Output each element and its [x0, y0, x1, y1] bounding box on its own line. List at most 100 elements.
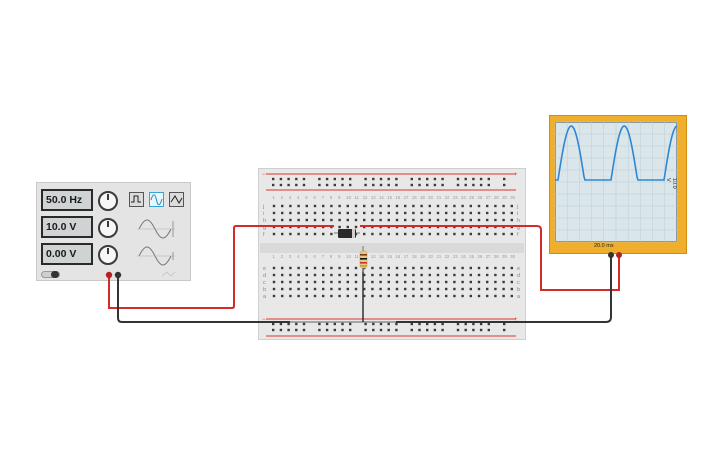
- breadboard-hole[interactable]: [436, 287, 440, 291]
- breadboard-hole[interactable]: [354, 211, 358, 215]
- breadboard-hole[interactable]: [494, 266, 497, 270]
- breadboard-hole[interactable]: [338, 266, 341, 270]
- breadboard-hole[interactable]: [313, 211, 317, 215]
- breadboard-hole[interactable]: [379, 266, 382, 270]
- breadboard-hole[interactable]: [305, 204, 308, 208]
- breadboard-hole[interactable]: [313, 273, 317, 277]
- breadboard-hole[interactable]: [453, 280, 456, 284]
- rail-hole[interactable]: [456, 328, 460, 332]
- rail-hole[interactable]: [395, 177, 398, 181]
- rail-hole[interactable]: [472, 328, 475, 332]
- breadboard-hole[interactable]: [445, 232, 448, 236]
- breadboard-hole[interactable]: [420, 273, 423, 277]
- breadboard-hole[interactable]: [305, 273, 308, 277]
- rail-hole[interactable]: [433, 328, 437, 332]
- breadboard-hole[interactable]: [297, 232, 300, 236]
- rail-hole[interactable]: [479, 183, 483, 187]
- breadboard-hole[interactable]: [494, 232, 497, 236]
- breadboard-hole[interactable]: [445, 211, 448, 215]
- breadboard-hole[interactable]: [313, 232, 317, 236]
- breadboard-hole[interactable]: [461, 211, 464, 215]
- breadboard-hole[interactable]: [363, 232, 366, 236]
- breadboard-hole[interactable]: [469, 294, 472, 298]
- red-wire-generator-to-diode[interactable]: [108, 225, 334, 309]
- breadboard-hole[interactable]: [412, 280, 415, 284]
- rail-hole[interactable]: [487, 322, 490, 326]
- breadboard-hole[interactable]: [477, 211, 481, 215]
- breadboard-hole[interactable]: [371, 204, 374, 208]
- breadboard-hole[interactable]: [404, 204, 407, 208]
- rail-hole[interactable]: [456, 177, 460, 181]
- breadboard-hole[interactable]: [436, 218, 440, 222]
- breadboard-hole[interactable]: [436, 266, 440, 270]
- breadboard-hole[interactable]: [305, 211, 308, 215]
- breadboard-hole[interactable]: [330, 266, 333, 270]
- rail-hole[interactable]: [410, 328, 413, 332]
- breadboard-hole[interactable]: [387, 273, 390, 277]
- breadboard-hole[interactable]: [346, 294, 349, 298]
- breadboard-hole[interactable]: [305, 232, 308, 236]
- breadboard-hole[interactable]: [305, 218, 308, 222]
- rail-hole[interactable]: [272, 328, 275, 332]
- breadboard-hole[interactable]: [379, 280, 382, 284]
- breadboard-hole[interactable]: [322, 273, 325, 277]
- breadboard-hole[interactable]: [354, 287, 358, 291]
- breadboard-hole[interactable]: [346, 280, 349, 284]
- breadboard-hole[interactable]: [338, 204, 341, 208]
- breadboard-hole[interactable]: [428, 273, 431, 277]
- rail-hole[interactable]: [426, 322, 429, 326]
- rail-hole[interactable]: [456, 322, 460, 326]
- breadboard-hole[interactable]: [313, 294, 317, 298]
- breadboard-hole[interactable]: [338, 294, 341, 298]
- breadboard-hole[interactable]: [387, 294, 390, 298]
- breadboard-hole[interactable]: [420, 287, 423, 291]
- breadboard-hole[interactable]: [289, 294, 292, 298]
- breadboard-hole[interactable]: [363, 280, 366, 284]
- breadboard-hole[interactable]: [305, 266, 308, 270]
- breadboard-hole[interactable]: [469, 218, 472, 222]
- breadboard-hole[interactable]: [469, 287, 472, 291]
- breadboard-hole[interactable]: [486, 218, 489, 222]
- rail-hole[interactable]: [372, 183, 375, 187]
- rail-hole[interactable]: [287, 177, 290, 181]
- breadboard-hole[interactable]: [453, 218, 456, 222]
- rail-hole[interactable]: [503, 322, 506, 326]
- breadboard-hole[interactable]: [502, 204, 505, 208]
- rail-hole[interactable]: [279, 177, 283, 181]
- breadboard-hole[interactable]: [477, 218, 481, 222]
- rail-hole[interactable]: [472, 183, 475, 187]
- rail-hole[interactable]: [472, 322, 475, 326]
- breadboard-hole[interactable]: [412, 273, 415, 277]
- breadboard-hole[interactable]: [502, 218, 505, 222]
- breadboard-hole[interactable]: [428, 218, 431, 222]
- breadboard-hole[interactable]: [469, 280, 472, 284]
- rail-hole[interactable]: [287, 322, 290, 326]
- rail-hole[interactable]: [318, 328, 321, 332]
- breadboard-hole[interactable]: [412, 218, 415, 222]
- rail-hole[interactable]: [410, 322, 413, 326]
- breadboard-hole[interactable]: [445, 287, 448, 291]
- rail-hole[interactable]: [503, 183, 506, 187]
- rail-hole[interactable]: [372, 328, 375, 332]
- breadboard-hole[interactable]: [272, 232, 276, 236]
- breadboard-hole[interactable]: [354, 294, 358, 298]
- breadboard-hole[interactable]: [322, 294, 325, 298]
- breadboard-hole[interactable]: [477, 204, 481, 208]
- rail-hole[interactable]: [341, 183, 344, 187]
- breadboard-hole[interactable]: [297, 211, 300, 215]
- breadboard-hole[interactable]: [502, 273, 505, 277]
- rail-hole[interactable]: [302, 322, 306, 326]
- breadboard-hole[interactable]: [404, 273, 407, 277]
- breadboard-hole[interactable]: [420, 218, 423, 222]
- breadboard-hole[interactable]: [428, 287, 431, 291]
- breadboard-hole[interactable]: [338, 218, 341, 222]
- rail-hole[interactable]: [418, 322, 421, 326]
- breadboard-hole[interactable]: [502, 211, 505, 215]
- breadboard-hole[interactable]: [305, 294, 308, 298]
- breadboard-hole[interactable]: [281, 204, 284, 208]
- breadboard-hole[interactable]: [387, 218, 390, 222]
- rail-hole[interactable]: [341, 328, 344, 332]
- rail-hole[interactable]: [364, 328, 367, 332]
- rail-hole[interactable]: [472, 177, 475, 181]
- rail-hole[interactable]: [395, 328, 398, 332]
